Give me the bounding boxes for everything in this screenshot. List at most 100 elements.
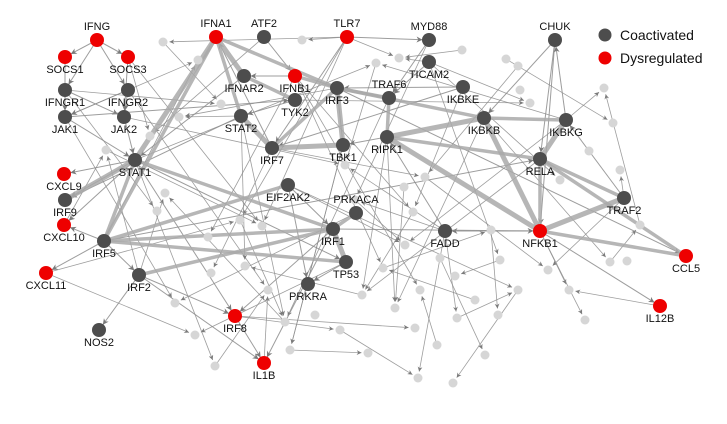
unlabeled-node <box>415 285 425 295</box>
unlabeled-node <box>285 345 295 355</box>
unlabeled-node <box>525 98 535 108</box>
strong-network-edge <box>215 35 332 88</box>
unlabeled-node <box>210 361 220 371</box>
node-tp53: TP53 <box>333 255 359 281</box>
node-ifnar2: IFNAR2 <box>224 69 264 95</box>
node-label: IKBKB <box>468 125 500 137</box>
node-label: IFNGR1 <box>45 97 85 109</box>
node-ikbke: IKBKE <box>447 80 479 106</box>
node-eif2ak2: EIF2AK2 <box>266 178 310 204</box>
network-edge <box>552 197 625 266</box>
node-il1b: IL1B <box>253 356 275 382</box>
strong-network-edge <box>63 161 131 203</box>
node-label: STAT1 <box>119 167 152 179</box>
unlabeled-node <box>357 290 367 300</box>
node-marker <box>288 93 302 107</box>
node-myd88: MYD88 <box>411 21 447 47</box>
network-edge <box>134 159 214 361</box>
unlabeled-node <box>340 160 350 170</box>
node-cxcl11: CXCL11 <box>26 266 66 292</box>
node-label: TRAF2 <box>607 205 642 217</box>
node-label: RIPK1 <box>371 144 403 156</box>
node-tlr7: TLR7 <box>334 18 360 44</box>
node-marker <box>57 218 71 232</box>
network-edge <box>70 159 136 175</box>
node-marker <box>336 138 350 152</box>
node-ifng: IFNG <box>84 21 110 47</box>
strong-network-edge <box>334 87 345 139</box>
node-tbk1: TBK1 <box>329 138 357 164</box>
node-marker <box>128 153 142 167</box>
unlabeled-node <box>263 285 273 295</box>
unlabeled-node-layer <box>101 35 645 388</box>
node-marker <box>382 91 396 105</box>
network-edge <box>393 61 430 95</box>
node-label: TP53 <box>333 269 359 281</box>
node-label: JAK2 <box>111 124 137 136</box>
unlabeled-node <box>635 220 645 230</box>
network-edge <box>350 168 446 232</box>
network-edge <box>210 75 296 232</box>
network-edge <box>96 39 125 85</box>
network-edge <box>234 315 262 358</box>
network-edge <box>361 136 388 289</box>
node-marker <box>97 234 111 248</box>
node-nos2: NOS2 <box>84 323 114 349</box>
unlabeled-node <box>216 99 226 109</box>
strong-network-edge <box>483 116 560 122</box>
network-edge <box>214 295 265 367</box>
network-edge <box>332 227 534 234</box>
network-edge <box>537 39 556 225</box>
network-edge <box>488 39 556 114</box>
node-label: IFNGR2 <box>108 97 148 109</box>
unlabeled-node <box>543 265 553 275</box>
network-edge <box>382 231 486 269</box>
strong-network-edge <box>386 116 479 140</box>
strong-network-edge <box>545 195 625 231</box>
network-edge <box>604 94 641 226</box>
network-edge <box>289 349 362 355</box>
node-irf1: IRF1 <box>321 222 345 248</box>
unlabeled-node <box>584 146 594 156</box>
network-edge <box>361 201 446 232</box>
network-edge <box>103 240 135 271</box>
node-stat1: STAT1 <box>119 153 152 179</box>
node-label: IFNB1 <box>279 83 310 95</box>
node-tyk2: TYK2 <box>281 93 309 119</box>
node-marker <box>121 50 135 64</box>
node-marker <box>57 167 71 181</box>
network-edge <box>287 184 329 225</box>
network-edge <box>294 75 381 263</box>
node-label: ATF2 <box>251 18 277 30</box>
node-irf2: IRF2 <box>127 268 151 294</box>
unlabeled-node <box>335 325 345 335</box>
node-ifngr1: IFNGR1 <box>45 83 85 109</box>
node-marker <box>330 81 344 95</box>
node-label: SOCS1 <box>46 64 83 76</box>
node-marker <box>257 356 271 370</box>
node-label: IFNG <box>84 21 110 33</box>
network-edge <box>456 289 519 378</box>
node-marker <box>456 80 470 94</box>
node-marker <box>132 268 146 282</box>
strong-network-edge <box>270 91 334 150</box>
network-edge <box>134 159 341 260</box>
unlabeled-node <box>240 261 250 271</box>
network-edge <box>354 199 401 241</box>
node-label: EIF2AK2 <box>266 192 310 204</box>
network-edge <box>239 228 334 313</box>
network-edge <box>553 46 567 121</box>
node-marker <box>58 50 72 64</box>
network-edge <box>127 56 150 130</box>
node-label: NOS2 <box>84 337 114 349</box>
node-marker <box>234 109 248 123</box>
node-marker <box>288 69 302 83</box>
network-edge <box>456 292 513 319</box>
node-marker <box>477 111 491 125</box>
node-socs1: SOCS1 <box>46 50 84 76</box>
node-label: IRF3 <box>325 95 349 107</box>
node-irf9: IRF9 <box>53 193 77 219</box>
unlabeled-node <box>615 165 625 175</box>
node-label: CXCL9 <box>46 181 81 193</box>
